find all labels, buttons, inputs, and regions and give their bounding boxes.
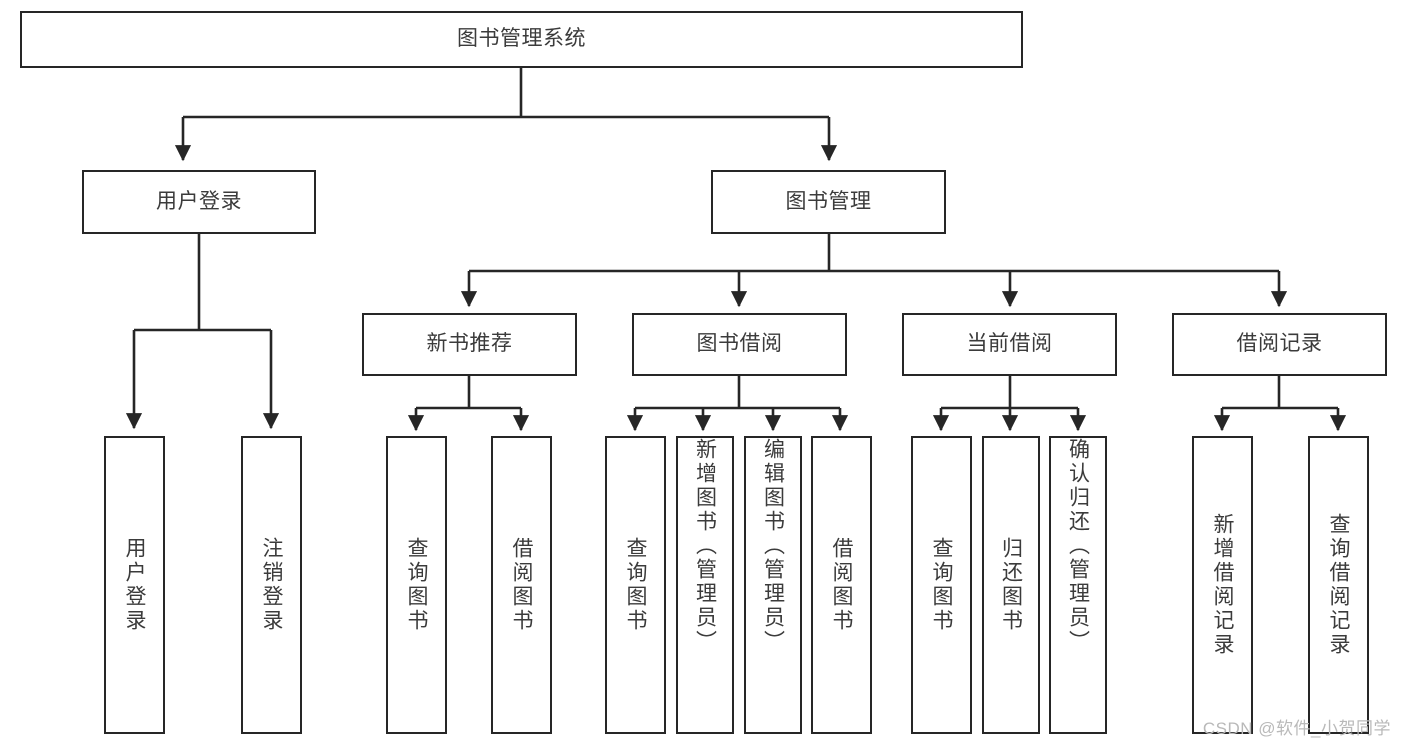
node-root-system[interactable]: 图书管理系统 (20, 11, 1023, 68)
node-book-management[interactable]: 图书管理 (711, 170, 946, 234)
node-new-book-recommend[interactable]: 新书推荐 (362, 313, 577, 376)
leaf-return-book[interactable]: 归还图书 (982, 436, 1040, 734)
node-label: 注销登录 (260, 537, 283, 633)
node-label: 查询借阅记录 (1327, 513, 1350, 657)
node-label: 新书推荐 (426, 332, 513, 356)
node-book-borrow[interactable]: 图书借阅 (632, 313, 847, 376)
leaf-query-book-recommend[interactable]: 查询图书 (386, 436, 447, 734)
leaf-query-borrow-record[interactable]: 查询借阅记录 (1308, 436, 1369, 734)
node-label: 图书管理系统 (457, 27, 586, 51)
watermark-text: CSDN @软件_小贺同学 (1202, 719, 1391, 738)
node-user-login[interactable]: 用户登录 (82, 170, 316, 234)
node-label: 用户登录 (156, 189, 242, 213)
leaf-query-book-borrow[interactable]: 查询图书 (605, 436, 666, 734)
node-label: 查询图书 (930, 537, 953, 633)
node-label: 当前借阅 (966, 332, 1053, 356)
node-label: 确认归还（管理员） (1066, 438, 1090, 654)
node-label: 借阅图书 (830, 537, 853, 633)
node-label: 借阅记录 (1236, 332, 1323, 356)
node-label: 归还图书 (999, 537, 1023, 633)
node-label: 用户登录 (123, 537, 146, 633)
node-label: 图书借阅 (696, 332, 783, 356)
node-label: 图书管理 (785, 189, 872, 213)
leaf-edit-book-admin[interactable]: 编辑图书（管理员） (744, 436, 802, 734)
leaf-add-borrow-record[interactable]: 新增借阅记录 (1192, 436, 1253, 734)
node-borrow-records[interactable]: 借阅记录 (1172, 313, 1387, 376)
leaf-user-logout[interactable]: 注销登录 (241, 436, 302, 734)
node-label: 新增图书（管理员） (693, 438, 717, 654)
leaf-borrow-book-recommend[interactable]: 借阅图书 (491, 436, 552, 734)
leaf-query-book-current[interactable]: 查询图书 (911, 436, 972, 734)
node-label: 新增借阅记录 (1211, 513, 1234, 657)
leaf-user-login[interactable]: 用户登录 (104, 436, 165, 734)
leaf-confirm-return-admin[interactable]: 确认归还（管理员） (1049, 436, 1107, 734)
leaf-add-book-admin[interactable]: 新增图书（管理员） (676, 436, 734, 734)
node-current-borrow[interactable]: 当前借阅 (902, 313, 1117, 376)
node-label: 编辑图书（管理员） (761, 438, 785, 654)
leaf-borrow-book[interactable]: 借阅图书 (811, 436, 872, 734)
node-label: 查询图书 (624, 537, 647, 633)
node-label: 借阅图书 (510, 537, 533, 633)
node-label: 查询图书 (405, 537, 428, 633)
